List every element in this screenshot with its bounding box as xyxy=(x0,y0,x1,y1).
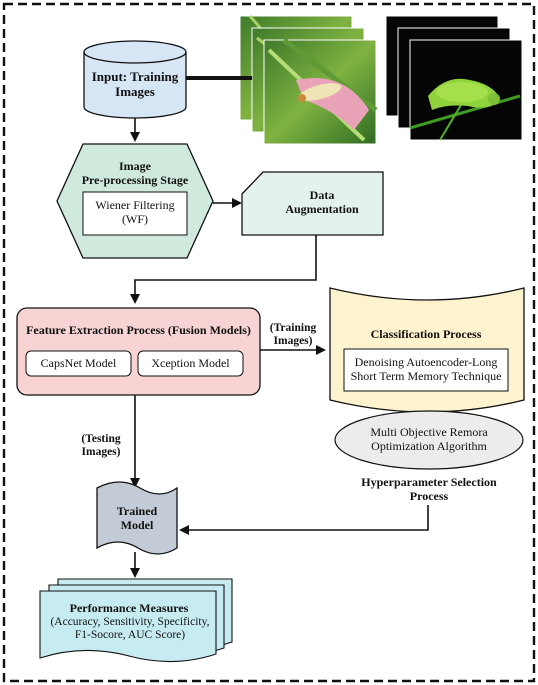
dae-lstm-label: Denoising Autoencoder-Long Short Term Me… xyxy=(350,355,502,383)
performance-measures-node xyxy=(39,578,233,663)
preprocessing-title-line1: Image xyxy=(119,159,151,173)
performance-measures-detail: (Accuracy, Sensitivity, Specificity, F1-… xyxy=(50,616,210,642)
left-image-stack xyxy=(239,15,378,145)
trained-model-node xyxy=(96,481,178,555)
data-augmentation-label: Data Augmentation xyxy=(285,188,359,216)
right-image-stack xyxy=(385,15,523,141)
training-images-edge-label: (Training Images) xyxy=(269,322,317,348)
arrow-augmentation-to-feature xyxy=(130,235,317,304)
remora-optimization-node xyxy=(334,410,524,470)
arrow-hyperparameter-to-trained-model xyxy=(179,505,429,535)
xception-box xyxy=(137,350,244,377)
wiener-filtering-label: Wiener Filtering (WF) xyxy=(95,198,175,226)
feature-extraction-label: Feature Extraction Process (Fusion Model… xyxy=(26,323,251,337)
wiener-filtering-box xyxy=(82,191,188,236)
capsnet-box xyxy=(25,350,132,377)
remora-optimization-label: Multi Objective Remora Optimization Algo… xyxy=(370,425,488,453)
input-training-images-label: Input: Training Images xyxy=(91,69,179,99)
data-augmentation-node xyxy=(241,171,384,236)
testing-images-edge-label: (Testing Images) xyxy=(81,433,121,459)
trained-model-label: Trained Model xyxy=(116,504,158,532)
classification-process-label: Classification Process xyxy=(370,327,482,341)
capsnet-label: CapsNet Model xyxy=(40,356,117,370)
performance-measures-title: Performance Measures xyxy=(69,601,189,615)
hyperparameter-selection-label: Hyperparameter Selection Process xyxy=(361,475,497,503)
input-training-images-node xyxy=(83,40,187,119)
xception-label: Xception Model xyxy=(151,356,230,370)
dae-lstm-box xyxy=(343,348,509,392)
preprocessing-title-line2: Pre-processing Stage xyxy=(81,173,189,187)
